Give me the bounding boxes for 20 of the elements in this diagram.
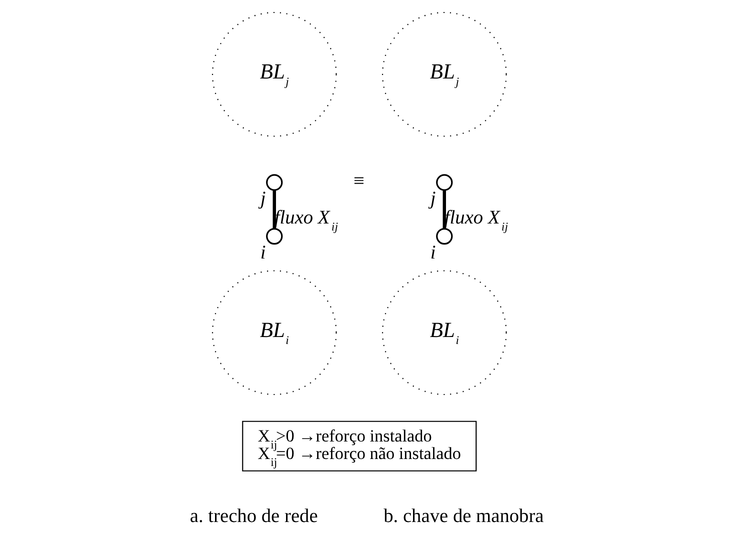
edge-label: fluxo X$_{ij}$ [444,208,508,234]
node-circle [266,228,283,245]
node-circle: BL$_{i}$ [212,270,337,396]
edge-label: fluxo X$_{ij}$ [274,208,338,234]
node-box: X$_{ij}$>0 →reforço instalado X$_{ij}$=0 →reforço não instalado [242,420,477,472]
connector [272,190,276,228]
node-circle [266,174,283,191]
node-label: i [430,242,436,264]
label: a. trecho de rede [190,506,318,527]
node-label: j [430,188,436,210]
node-circle: BL$_{i}$ [382,270,507,396]
label: b. chave de manobra [384,506,544,527]
connector [442,190,446,228]
node-circle [436,228,453,245]
node-circle: BL$_{j}$ [382,12,507,137]
label: ≡ [353,171,364,192]
node-label: i [260,242,266,264]
node-label: j [260,188,266,210]
node-circle [436,174,453,191]
node-circle: BL$_{j}$ [212,12,337,137]
